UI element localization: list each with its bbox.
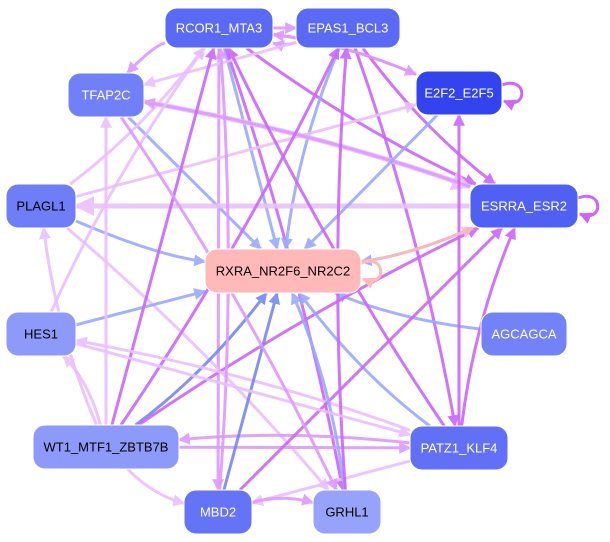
edge-patz1-klf4-to-rcor1-mta3 <box>227 46 446 427</box>
node-box[interactable] <box>295 7 401 49</box>
edge-wt1-mtf1-zbtb7b-to-esrra-esr2 <box>137 226 480 427</box>
node-label: PLAGL1 <box>16 199 65 214</box>
node-grhl1[interactable]: GRHL1 <box>312 489 382 535</box>
edge-hes1-to-rxra-nr2f6-nr2c2 <box>75 288 207 327</box>
edge-wt1-mtf1-zbtb7b-to-epas1-bcl3 <box>119 46 340 426</box>
node-box[interactable] <box>5 311 77 357</box>
node-label: GRHL1 <box>325 505 368 520</box>
edge-agcagca-to-rxra-nr2f6-nr2c2 <box>334 291 482 331</box>
node-label: RXRA_NR2F6_NR2C2 <box>216 264 350 279</box>
node-box[interactable] <box>480 311 568 357</box>
self-loop-e2f2-e2f5 <box>501 81 524 111</box>
node-label: AGCAGCA <box>491 327 556 342</box>
edge-e2f2-e2f5-to-rxra-nr2f6-nr2c2 <box>303 113 439 251</box>
node-box[interactable] <box>312 489 382 535</box>
edge-rcor1-mta3-to-tfap2c <box>126 41 166 75</box>
node-plagl1[interactable]: PLAGL1 <box>5 183 77 229</box>
node-esrra-esr2[interactable]: ESRRA_ESR2 <box>469 183 579 229</box>
node-label: ESRRA_ESR2 <box>481 199 567 214</box>
node-wt1-mtf1-zbtb7b[interactable]: WT1_MTF1_ZBTB7B <box>32 424 180 470</box>
node-label: EPAS1_BCL3 <box>308 21 389 36</box>
node-epas1-bcl3[interactable]: EPAS1_BCL3 <box>295 7 401 49</box>
node-agcagca[interactable]: AGCAGCA <box>480 311 568 357</box>
node-mbd2[interactable]: MBD2 <box>183 489 253 535</box>
node-label: E2F2_E2F5 <box>424 86 493 101</box>
node-box[interactable] <box>164 7 274 49</box>
node-rcor1-mta3[interactable]: RCOR1_MTA3 <box>164 7 274 49</box>
edge-plagl1-to-rxra-nr2f6-nr2c2 <box>75 219 207 267</box>
node-box[interactable] <box>409 425 509 471</box>
edge-mbd2-to-grhl1 <box>251 493 315 506</box>
edge-plagl1-to-e2f2-e2f5 <box>75 101 418 198</box>
edge-epas1-bcl3-to-rxra-nr2f6-nr2c2 <box>280 47 341 251</box>
node-label: MBD2 <box>200 505 236 520</box>
node-box[interactable] <box>204 248 362 294</box>
edge-plagl1-to-grhl1 <box>66 226 330 491</box>
node-patz1-klf4[interactable]: PATZ1_KLF4 <box>409 425 509 471</box>
node-label: PATZ1_KLF4 <box>421 441 498 456</box>
edge-wt1-mtf1-zbtb7b-to-rcor1-mta3 <box>110 46 217 426</box>
edge-epas1-bcl3-to-tfap2c <box>142 40 297 88</box>
edge-patz1-klf4-to-wt1-mtf1-zbtb7b <box>177 432 411 445</box>
edge-epas1-bcl3-to-esrra-esr2 <box>361 47 496 186</box>
node-label: RCOR1_MTA3 <box>176 21 262 36</box>
node-box[interactable] <box>469 183 579 229</box>
edge-wt1-mtf1-zbtb7b-to-patz1-klf4 <box>178 441 412 454</box>
node-label: HES1 <box>24 327 58 342</box>
node-rxra-nr2f6-nr2c2[interactable]: RXRA_NR2F6_NR2C2 <box>204 248 362 294</box>
node-box[interactable] <box>183 489 253 535</box>
edge-wt1-mtf1-zbtb7b-to-rxra-nr2f6-nr2c2 <box>134 292 268 427</box>
node-e2f2-e2f5[interactable]: E2F2_E2F5 <box>415 70 503 116</box>
edges-layer <box>38 22 600 507</box>
node-box[interactable] <box>415 70 503 116</box>
edge-hes1-to-patz1-klf4 <box>75 342 412 438</box>
node-box[interactable] <box>5 183 77 229</box>
edge-mbd2-to-esrra-esr2 <box>238 226 504 492</box>
edge-tfap2c-to-rxra-nr2f6-nr2c2 <box>127 115 262 251</box>
self-loop-rxra-nr2f6-nr2c2 <box>360 259 383 289</box>
edge-patz1-klf4-to-hes1 <box>74 336 411 432</box>
node-box[interactable] <box>67 72 145 118</box>
self-loop-esrra-esr2 <box>577 194 600 224</box>
edge-epas1-bcl3-to-patz1-klf4 <box>353 47 460 428</box>
edge-esrra-esr2-to-tfap2c <box>142 97 471 189</box>
edge-tfap2c-to-grhl1 <box>119 116 338 492</box>
edge-hes1-to-rcor1-mta3 <box>49 47 206 313</box>
edge-rcor1-mta3-to-esrra-esr2 <box>245 46 477 186</box>
edge-wt1-mtf1-zbtb7b-to-hes1 <box>62 354 102 426</box>
node-label: TFAP2C <box>81 88 130 103</box>
edge-patz1-klf4-to-rxra-nr2f6-nr2c2 <box>298 292 431 428</box>
edge-grhl1-to-rxra-nr2f6-nr2c2 <box>290 291 346 491</box>
node-box[interactable] <box>32 424 180 470</box>
node-tfap2c[interactable]: TFAP2C <box>67 72 145 118</box>
node-hes1[interactable]: HES1 <box>5 311 77 357</box>
edge-wt1-mtf1-zbtb7b-to-mbd2 <box>126 467 186 507</box>
node-label: WT1_MTF1_ZBTB7B <box>44 440 169 455</box>
